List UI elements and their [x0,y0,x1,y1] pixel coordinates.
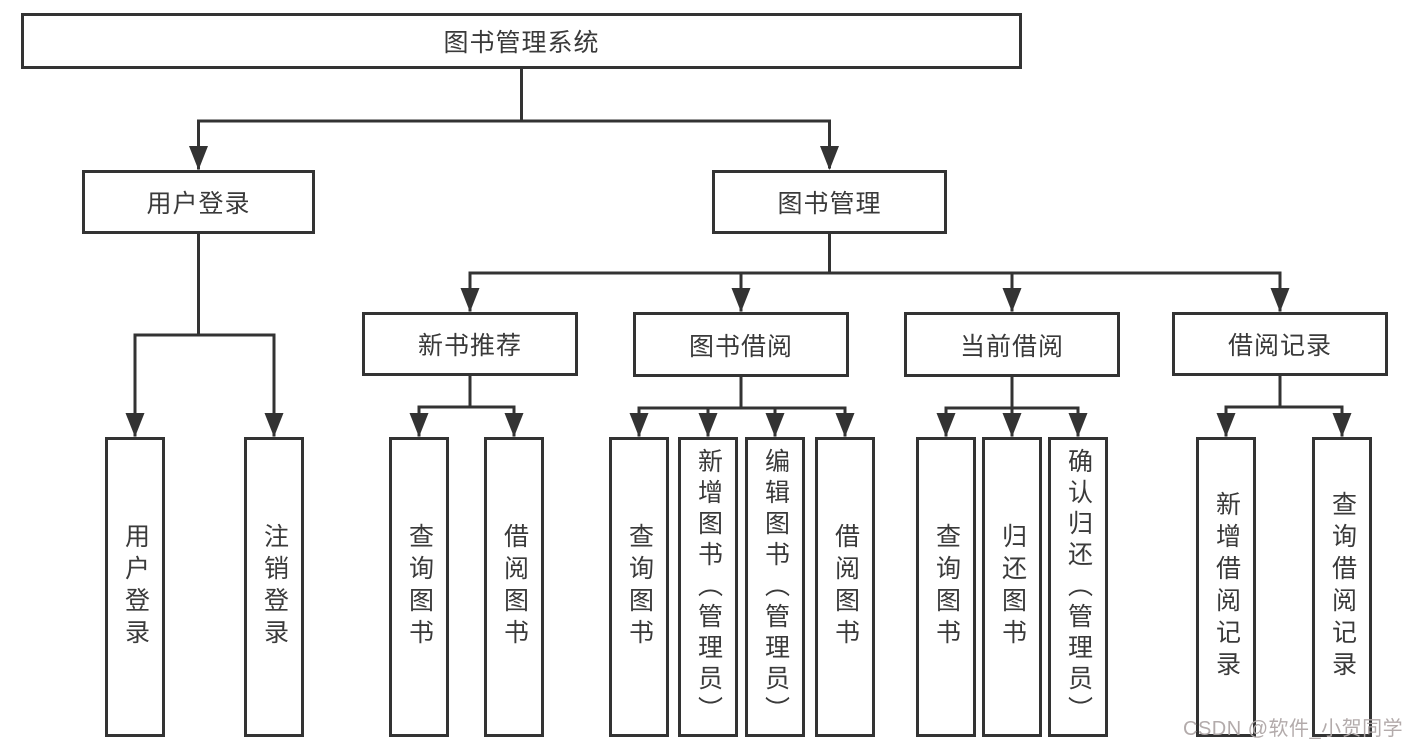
leaf-label: 编辑图书（管理员） [761,447,790,727]
node-label: 图书借阅 [688,332,793,361]
leaf-confirm-return-admin: 确认归还（管理员） [1048,437,1108,737]
leaf-borrow-books: 借阅图书 [484,437,544,737]
leaf-logout: 注销登录 [244,437,304,737]
node-label: 当前借阅 [959,332,1064,361]
node-label: 图书管理 [777,190,882,218]
leaf-label: 查询图书 [405,523,434,651]
node-library-management-system: 图书管理系统 [21,13,1022,69]
watermark: CSDN @软件_小贺同学 [1183,718,1404,740]
node-label: 借阅记录 [1227,332,1332,360]
node-new-book-recommendation: 新书推荐 [362,312,578,376]
leaf-label: 归还图书 [998,523,1027,651]
leaf-query-books: 查询图书 [916,437,976,737]
leaf-add-books-admin: 新增图书（管理员） [678,437,738,737]
leaf-add-borrow-record: 新增借阅记录 [1196,437,1256,737]
node-borrowing-records: 借阅记录 [1172,312,1388,376]
node-book-management: 图书管理 [712,170,947,234]
leaf-label: 用户登录 [121,523,150,651]
leaf-label: 新增借阅记录 [1212,491,1241,683]
leaf-label: 借阅图书 [831,523,860,651]
leaf-label: 注销登录 [260,523,289,651]
node-label: 用户登录 [146,190,251,218]
leaf-return-books: 归还图书 [982,437,1042,737]
leaf-label: 借阅图书 [500,523,529,651]
leaf-user-login: 用户登录 [105,437,165,737]
node-user-login: 用户登录 [82,170,315,234]
arrowheads [125,146,1352,437]
node-label: 图书管理系统 [443,29,600,57]
leaf-label: 确认归还（管理员） [1064,447,1093,727]
leaf-query-books: 查询图书 [609,437,669,737]
node-book-borrowing: 图书借阅 [633,312,849,377]
leaf-query-borrow-record: 查询借阅记录 [1312,437,1372,737]
node-label: 新书推荐 [417,332,522,360]
leaf-label: 查询图书 [932,523,961,651]
leaf-label: 新增图书（管理员） [694,447,723,727]
node-current-borrowing: 当前借阅 [904,312,1120,377]
leaf-label: 查询借阅记录 [1328,491,1357,683]
leaf-label: 查询图书 [625,523,654,651]
leaf-borrow-books: 借阅图书 [815,437,875,737]
leaf-edit-books-admin: 编辑图书（管理员） [745,437,805,737]
leaf-query-books: 查询图书 [389,437,449,737]
